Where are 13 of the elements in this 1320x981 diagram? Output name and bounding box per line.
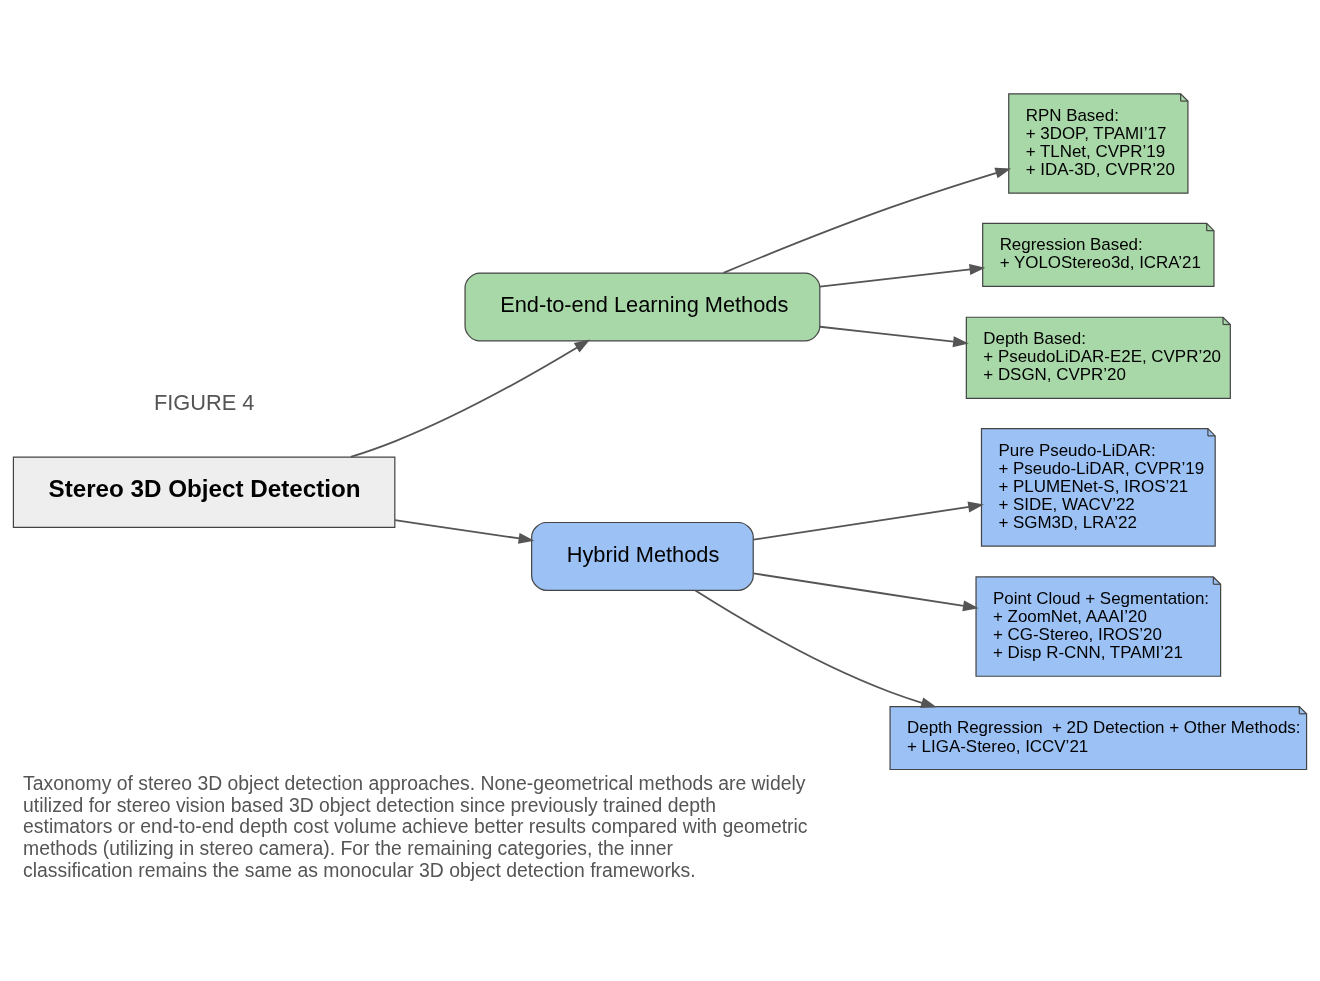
- arrow: [722, 167, 1012, 274]
- arrow: [752, 501, 984, 541]
- node-box: End-to-end Learning Methods: [464, 271, 821, 341]
- node-box: Hybrid Methods: [531, 521, 754, 591]
- arrow: [819, 325, 969, 347]
- arrow: [819, 263, 986, 288]
- label: FIGURE 4: [153, 389, 255, 415]
- arrow: [349, 339, 591, 458]
- arrow: [752, 572, 979, 611]
- arrow: [394, 518, 535, 544]
- caption: Taxonomy of stereo 3D object detection approaches. None-geometrical methods are widely utilized for stereo vision based 3D object detection since previously trained depth estimators or end-to-end depth cost volume achieve better results compared with geometric methods (utilizing in stereo camera). For the remaining categories, the inner classification remains the same as monocular 3D object detection frameworks.: [23, 771, 808, 881]
- node-box: Stereo 3D Object Detection: [12, 456, 396, 528]
- arrow: [694, 589, 937, 708]
